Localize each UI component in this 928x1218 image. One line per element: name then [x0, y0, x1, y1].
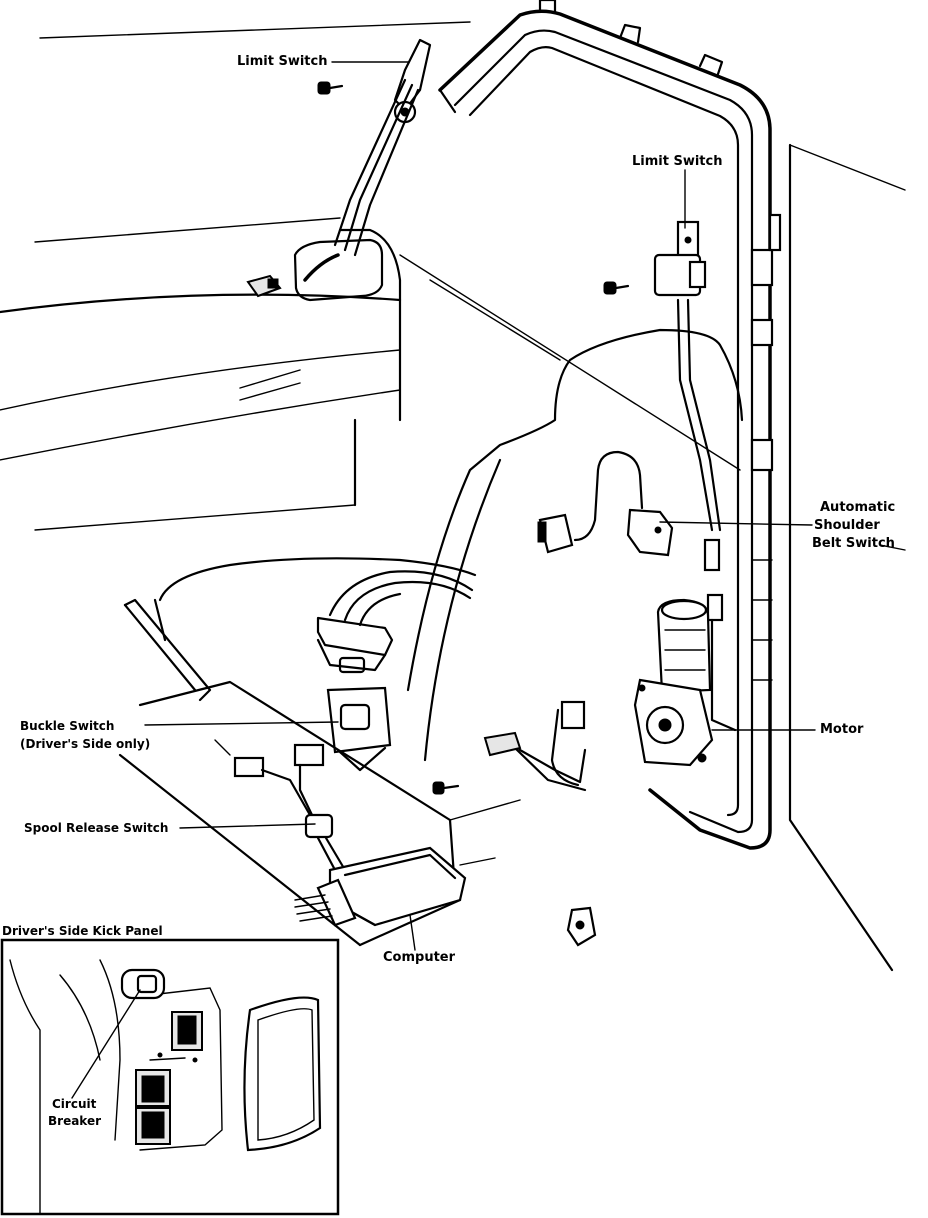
- computer-part: [294, 846, 467, 927]
- limit-switch-top-part: [317, 38, 432, 257]
- automatic-shoulder-belt-switch-label-line3: Belt Switch: [812, 536, 895, 551]
- vehicle-body-outline: [0, 21, 906, 972]
- circuit-breaker-label-line2: Breaker: [48, 1114, 102, 1128]
- computer-label: Computer: [383, 950, 456, 965]
- kick-panel-inset: [0, 938, 340, 1216]
- buckle-switch-label-line2: (Driver's Side only): [20, 737, 151, 751]
- spool-release-switch-part: [233, 743, 347, 872]
- leader-lines: [144, 61, 816, 951]
- buckle-switch-label-line1: Buckle Switch: [20, 719, 115, 733]
- sill-panel: [118, 680, 521, 947]
- automatic-shoulder-belt-switch-part: [537, 450, 724, 622]
- limit-switch-right-label: Limit Switch: [632, 154, 723, 169]
- motor-part: [633, 598, 737, 767]
- automatic-shoulder-belt-switch-label-line1: Automatic: [820, 500, 896, 515]
- seat: [123, 328, 744, 762]
- spool-release-switch-label: Spool Release Switch: [24, 821, 169, 835]
- automatic-shoulder-belt-switch-label-line2: Shoulder: [814, 518, 880, 533]
- buckle-switch-part: [326, 686, 392, 772]
- mid-connectors: [432, 700, 597, 947]
- limit-switch-top-label: Limit Switch: [237, 54, 328, 69]
- circuit-breaker-label-line1: Circuit: [52, 1097, 97, 1111]
- motor-label: Motor: [820, 722, 864, 737]
- limit-switch-right-part: [603, 220, 722, 532]
- door-connector: [246, 238, 384, 302]
- kick-panel-title: Driver's Side Kick Panel: [2, 924, 163, 938]
- door-frame-rail: [438, 0, 782, 850]
